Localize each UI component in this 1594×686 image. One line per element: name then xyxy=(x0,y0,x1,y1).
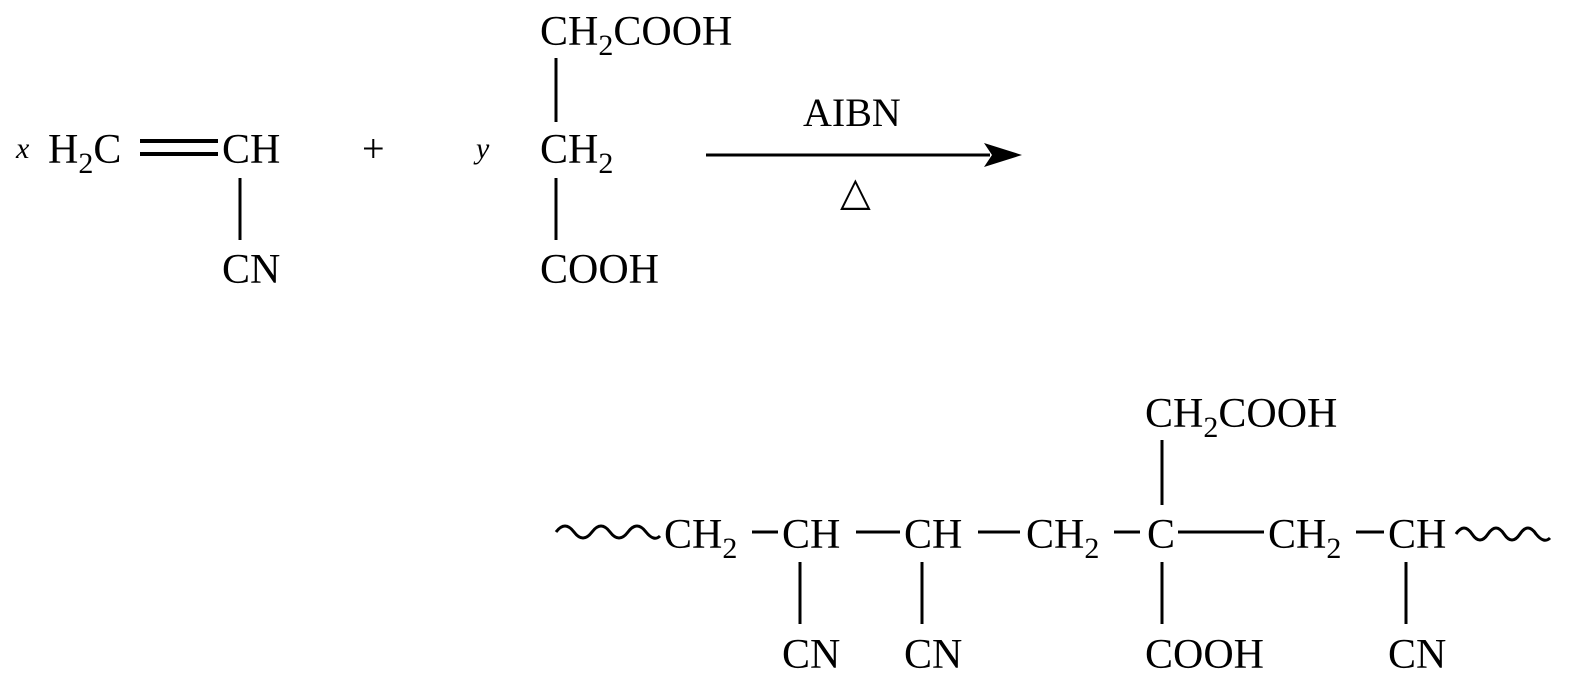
vinyl-ch-group: CH xyxy=(222,127,280,173)
chain-unit-ch2-4: CH2 xyxy=(1026,512,1099,565)
chain-unit-ch2-1: CH2 xyxy=(664,512,737,565)
side-group-cn-7: CN xyxy=(1388,632,1446,678)
itaconic-top-group: CH2COOH xyxy=(540,9,732,62)
coefficient-x: x xyxy=(15,132,30,165)
side-group-cn-3: CN xyxy=(904,632,962,678)
side-group-cooh-5: COOH xyxy=(1145,632,1264,678)
quaternary-top-tail: COOH xyxy=(1218,391,1337,437)
vinyl-ch2-group: H2C xyxy=(48,127,121,180)
plus-sign: + xyxy=(362,126,385,171)
vinyl-ch2-main: H xyxy=(48,127,78,173)
quaternary-top-group: CH2COOH xyxy=(1145,391,1337,444)
quaternary-top-main: CH xyxy=(1145,391,1203,437)
chain-unit-ch2-6-main: CH xyxy=(1268,512,1326,558)
arrow-condition-initiator: AIBN xyxy=(803,90,901,135)
itaconic-middle-group: CH2 xyxy=(540,127,613,180)
chain-unit-ch2-6-subscript: 2 xyxy=(1326,532,1341,565)
chain-unit-ch2-4-subscript: 2 xyxy=(1084,532,1099,565)
reactant-itaconic-acid: y CH2COOH CH2 COOH xyxy=(473,9,732,293)
chain-unit-ch-3: CH xyxy=(904,512,962,558)
product-copolymer: CH2 CH CN CH CN CH2 CH2COOH C COOH CH2 C… xyxy=(554,391,1552,678)
chain-unit-ch2-4-main: CH xyxy=(1026,512,1084,558)
vinyl-ch2-tail: C xyxy=(93,127,121,173)
itaconic-top-main: CH xyxy=(540,9,598,55)
reactant-acrylonitrile: x H2C CH CN xyxy=(15,127,280,293)
quaternary-top-subscript: 2 xyxy=(1203,411,1218,444)
reaction-arrow: AIBN △ xyxy=(706,90,1022,214)
vinyl-ch2-subscript: 2 xyxy=(78,147,93,180)
itaconic-top-tail: COOH xyxy=(613,9,732,55)
coefficient-y: y xyxy=(473,132,490,165)
chain-unit-ch2-1-subscript: 2 xyxy=(722,532,737,565)
chain-unit-c-5: C xyxy=(1147,512,1175,558)
wavy-chain-end-left xyxy=(554,524,662,540)
itaconic-bottom-group: COOH xyxy=(540,247,659,293)
chain-unit-ch2-1-main: CH xyxy=(664,512,722,558)
chain-unit-ch-2: CH xyxy=(782,512,840,558)
arrow-condition-heat: △ xyxy=(840,169,871,214)
itaconic-middle-subscript: 2 xyxy=(598,147,613,180)
itaconic-top-subscript: 2 xyxy=(598,29,613,62)
nitrile-group: CN xyxy=(222,247,280,293)
itaconic-middle-main: CH xyxy=(540,127,598,173)
arrow-head xyxy=(984,143,1022,167)
side-group-cn-2: CN xyxy=(782,632,840,678)
chain-unit-ch2-6: CH2 xyxy=(1268,512,1341,565)
wavy-chain-end-right xyxy=(1454,526,1552,542)
chain-unit-ch-7: CH xyxy=(1388,512,1446,558)
